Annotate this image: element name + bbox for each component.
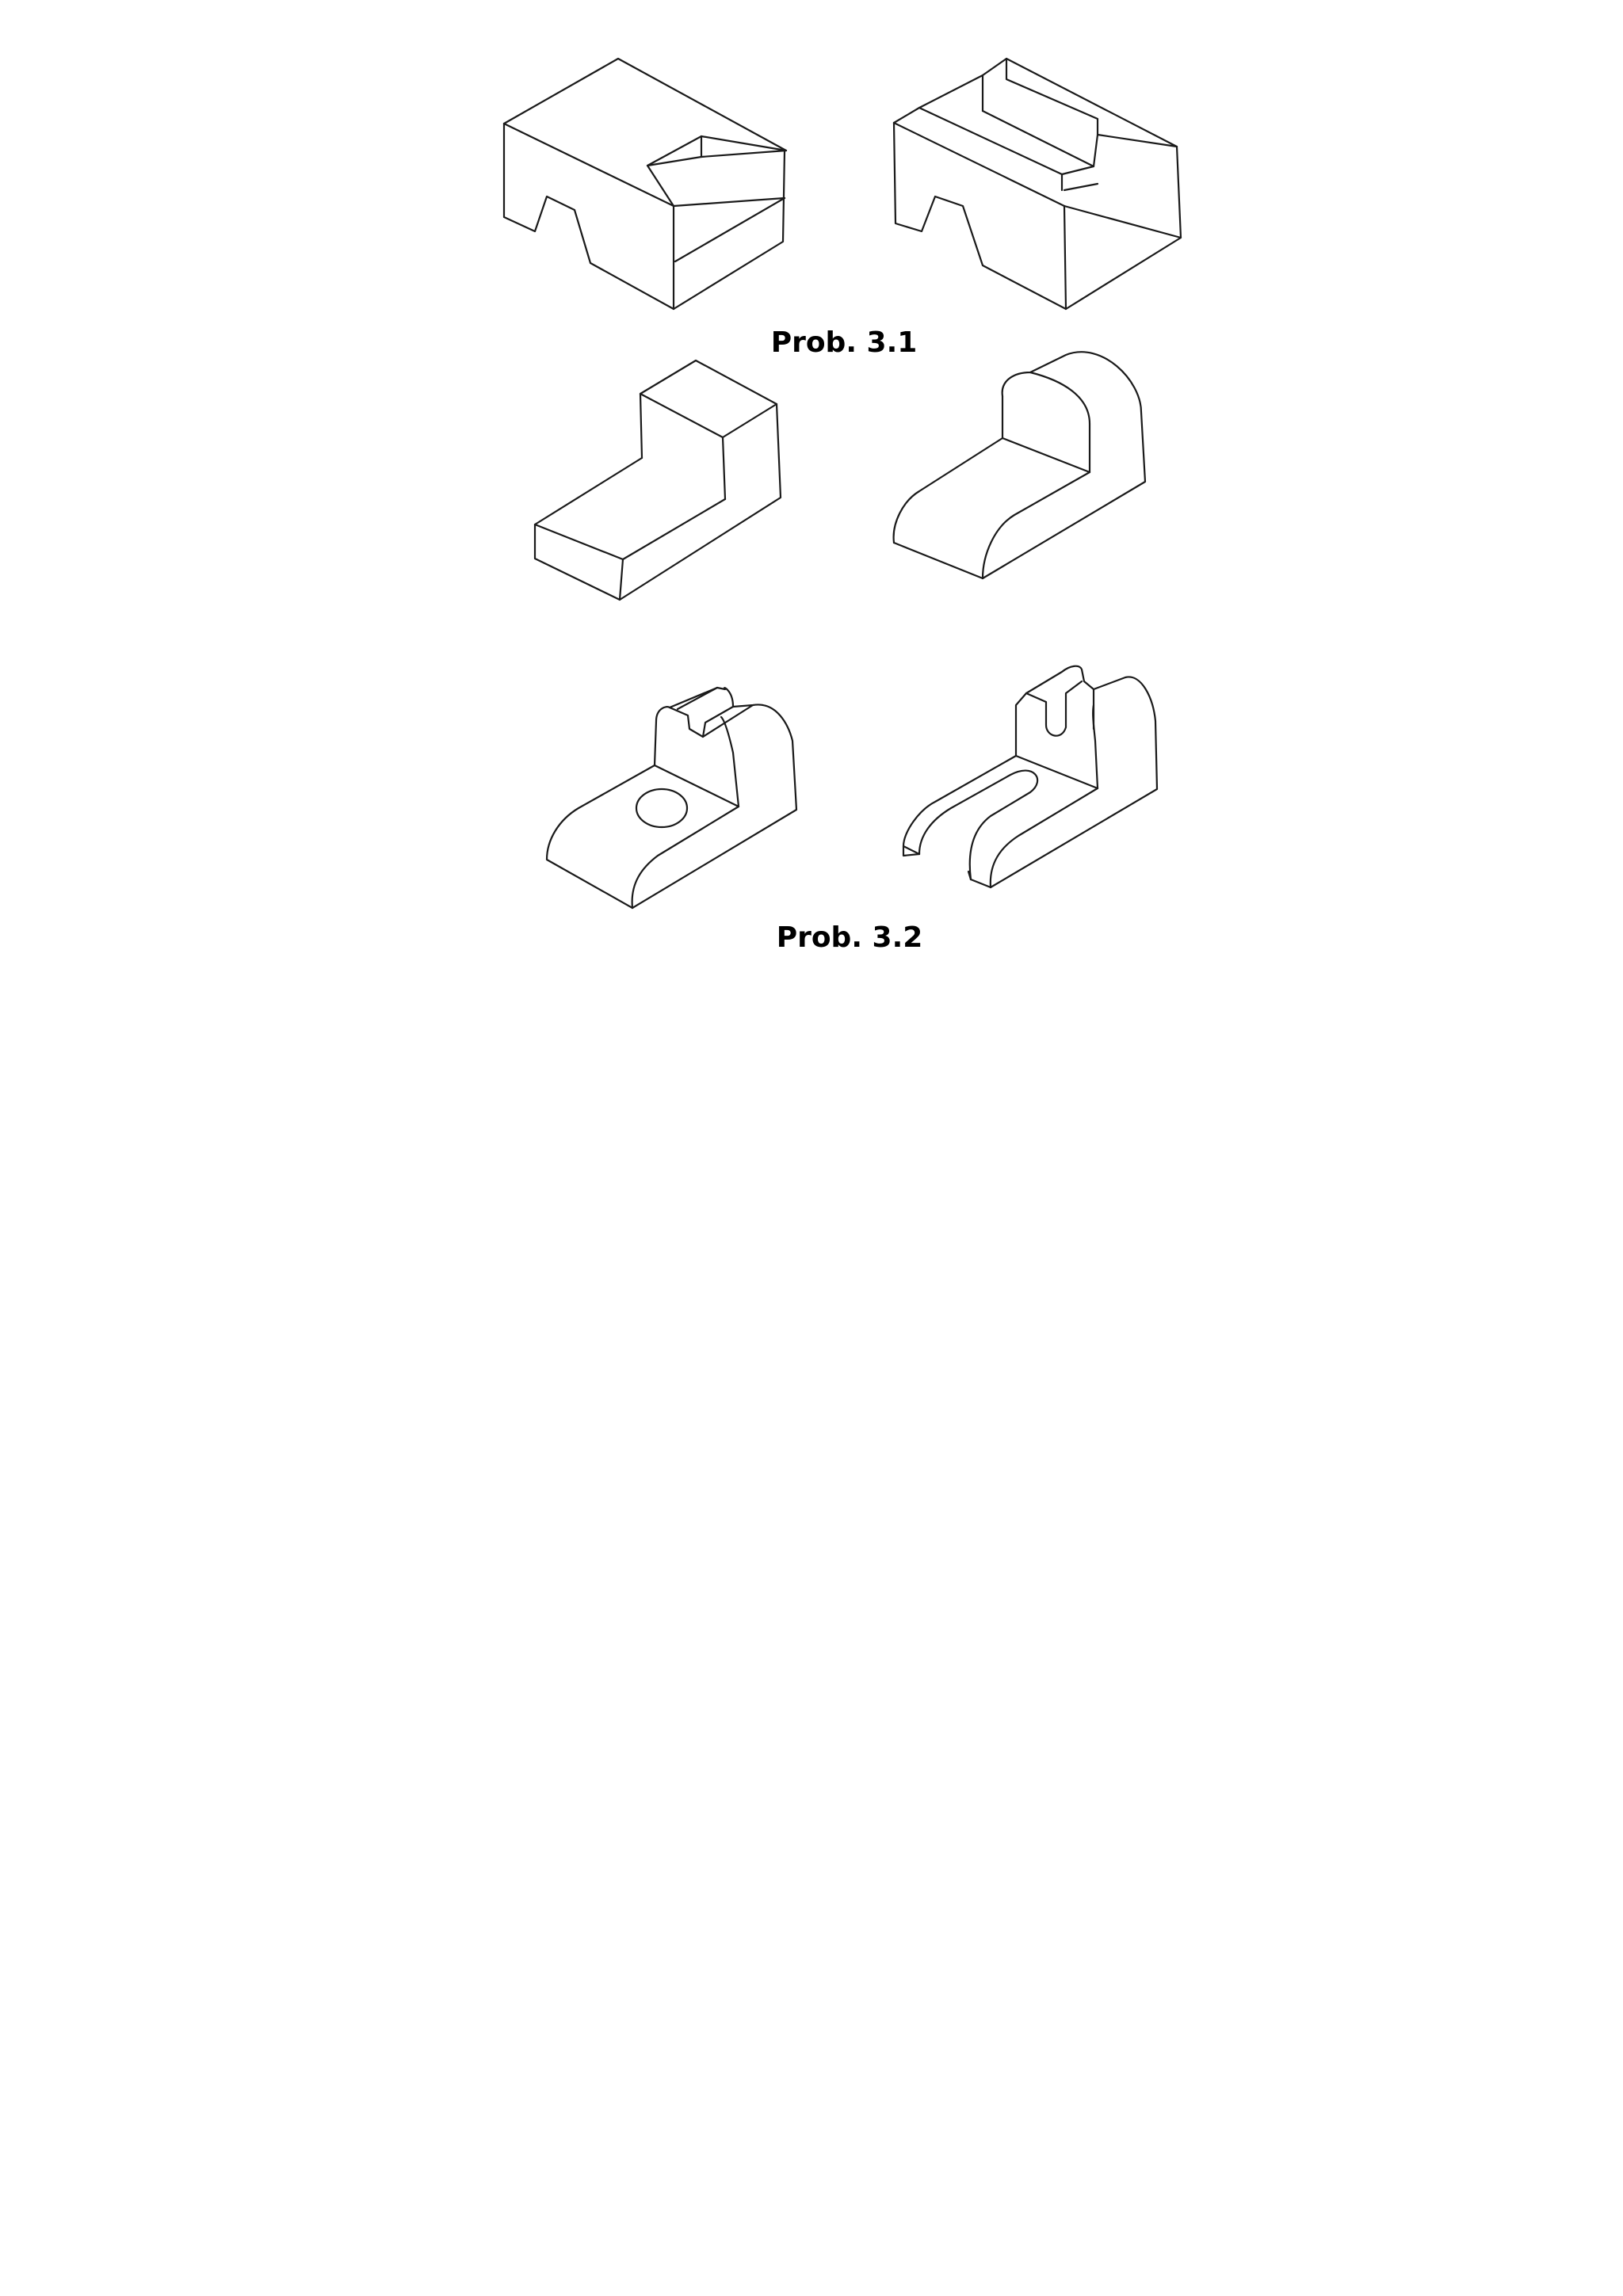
caption-prob-3-1: Prob. 3.1 bbox=[770, 326, 918, 359]
figure-3-2-rounded-bracket bbox=[892, 351, 1147, 580]
figure-3-2-l-block bbox=[533, 359, 782, 601]
figure-3-1-left bbox=[502, 57, 788, 311]
figure-3-1-right bbox=[892, 57, 1182, 311]
figure-3-2-forked-bracket bbox=[902, 665, 1159, 889]
caption-prob-3-2: Prob. 3.2 bbox=[776, 921, 923, 954]
figure-3-2-bracket-hole bbox=[545, 686, 798, 910]
